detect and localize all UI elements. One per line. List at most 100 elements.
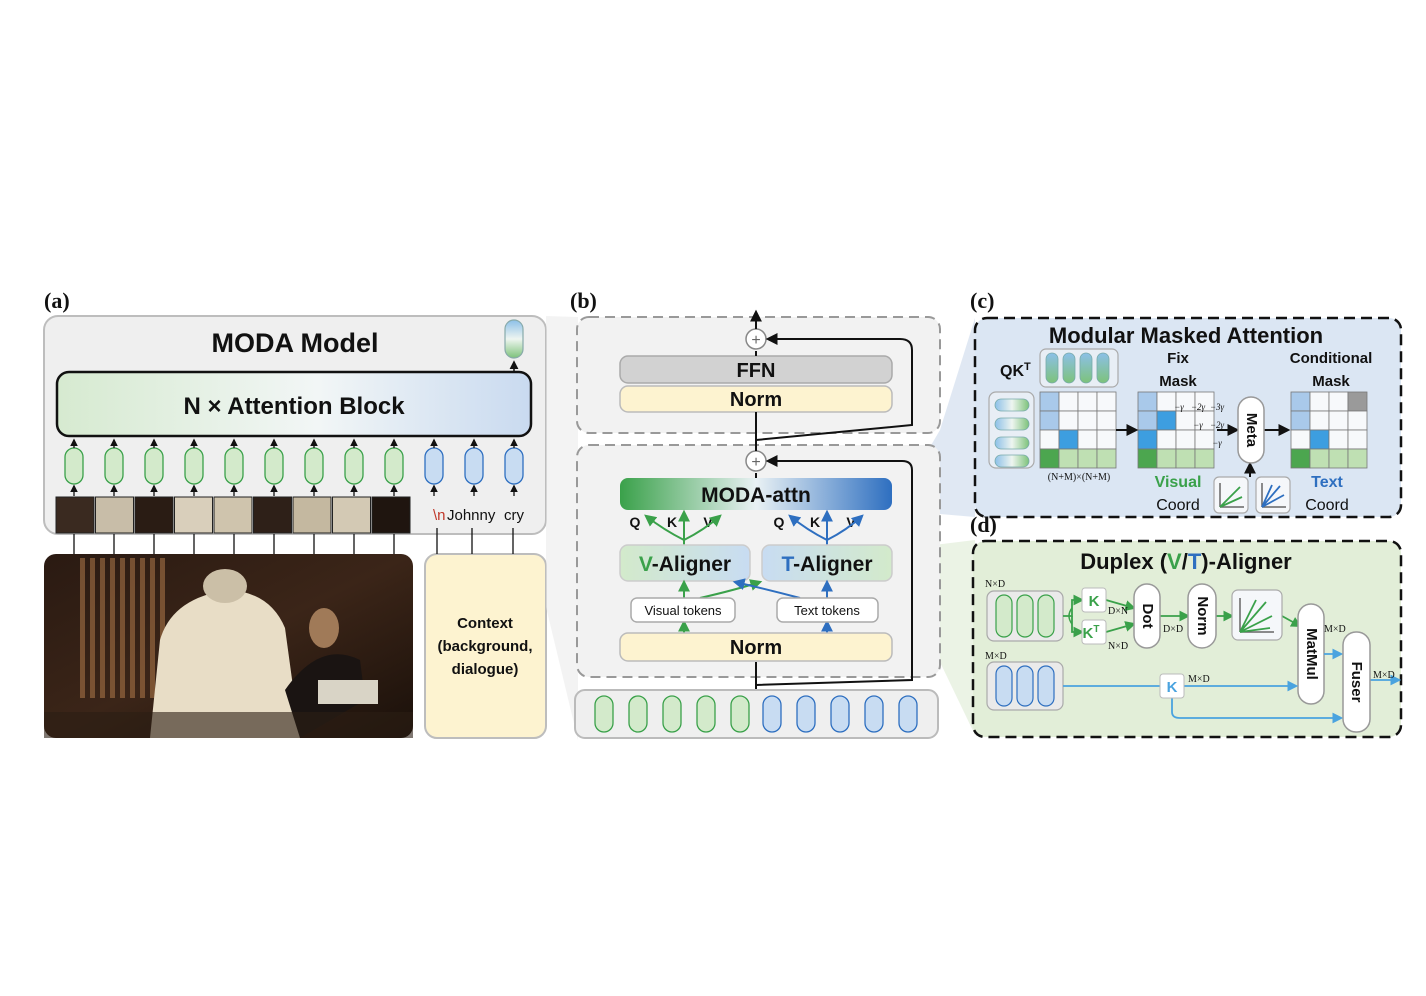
panel-c-label: (c) [970,288,994,313]
mxd-final-label: M×D [1373,670,1395,681]
norm-bottom-box [619,632,893,662]
token-cry: cry [504,507,524,524]
matrix-cell [1290,429,1311,450]
matrix-cell [1309,448,1330,469]
panel-a: (a) MODA Model N × Attention Block \n Jo… [43,288,547,739]
matrix-cell [1058,429,1079,450]
duplex-title-t: T [1188,549,1202,574]
blind-slat [140,558,145,698]
dxd-label: D×D [1163,624,1183,635]
text-token [762,695,782,733]
visual-token [628,695,648,733]
duplex-title-post: )-Aligner [1201,549,1292,574]
context-line-1: Context [457,615,513,632]
duplex-title-pre: Duplex ( [1080,549,1167,574]
matrix-cell [1347,410,1368,431]
blind-slat [90,558,95,698]
matrix-cell [1096,429,1117,450]
matrix-cell [1175,410,1196,431]
context-line-2: (background, [437,638,532,655]
matrix-cell [1077,448,1098,469]
matrix-cell [1194,448,1215,469]
meta-box [1237,396,1265,464]
visual-pill [995,594,1013,638]
kt-sup: T [1093,624,1099,635]
panel-b-label: (b) [570,288,597,313]
kt-box [1081,619,1107,645]
text-coord-icon [1255,476,1291,514]
attention-block-label: N × Attention Block [183,393,405,420]
text-tokens-label: Text tokens [794,603,860,618]
video-frame [134,496,174,534]
t-aligner-label: T-Aligner [781,553,872,576]
qk-text: QK [1000,363,1024,380]
video-frame [174,496,213,534]
frame-links [73,534,395,554]
norm-top-label: Norm [730,389,782,411]
matrix-cell [1175,429,1196,450]
matrix-cell [1347,391,1368,412]
matrix-cell [1096,410,1117,431]
video-frame [95,496,134,534]
text-pill [1037,665,1055,707]
context-links [436,528,514,554]
mask-r2c3: −γ [1193,420,1203,430]
matrix-cell [1328,391,1349,412]
visual-token [594,695,614,733]
fix-mask-line-2: Mask [1159,373,1197,390]
mask-r3c4: −γ [1212,438,1222,448]
visual-token [224,447,244,485]
qk-matrix [1039,391,1117,469]
mxd-out-label: M×D [1324,624,1346,635]
matrix-cell [1039,429,1060,450]
matrix-cell [1347,429,1368,450]
video-frame [332,496,371,534]
matrix-cell [1137,429,1158,450]
visual-pill [1016,594,1034,638]
blind-slat [80,558,85,698]
mxd-in-label: M×D [985,651,1007,662]
matrix-cell [1290,410,1311,431]
key-pill [994,398,1030,412]
matrix-cell [1077,410,1098,431]
matrix-cell [1290,391,1311,412]
matrix-cell [1309,391,1330,412]
k-box [1081,587,1107,613]
dot-box [1133,583,1161,649]
norm-d-box [1187,583,1217,649]
v-aligner-prefix: V [639,553,653,576]
visual-token [184,447,204,485]
matrix-cell [1156,391,1177,412]
matrix-cell [1137,410,1158,431]
text-token [504,447,524,485]
matrix-cell [1077,391,1098,412]
b-input-tokens [594,695,918,733]
panel-d: (d) Duplex (V/T)-Aligner N×D M×D K KT D×… [970,512,1403,739]
norm-bottom-label: Norm [730,637,782,659]
matrix-cell [1039,410,1060,431]
query-pill [1045,352,1059,384]
cond-mask-line-1: Conditional [1290,350,1373,367]
matrix-cell [1290,448,1311,469]
text-coord-label: Coord [1305,497,1349,514]
text-token [830,695,850,733]
video-frame [55,496,95,534]
text-label: Text [1311,474,1343,491]
qk-sup: T [1024,361,1031,373]
matrix-cell [1137,448,1158,469]
fuser-box [1342,631,1371,733]
visual-token [696,695,716,733]
matrix-cell [1096,448,1117,469]
duplex-title-v: V [1167,549,1182,574]
matrix-cell [1309,429,1330,450]
key-pill [994,436,1030,450]
blind-slat [120,558,125,698]
mask-r1c3: −2γ [1191,402,1206,412]
q-left: Q [630,514,641,530]
v-left: V [703,514,713,530]
ffn-label: FFN [737,360,776,382]
visual-token [64,447,84,485]
matrix-cell [1156,448,1177,469]
video-frame [213,496,253,534]
query-pills [1045,352,1110,384]
